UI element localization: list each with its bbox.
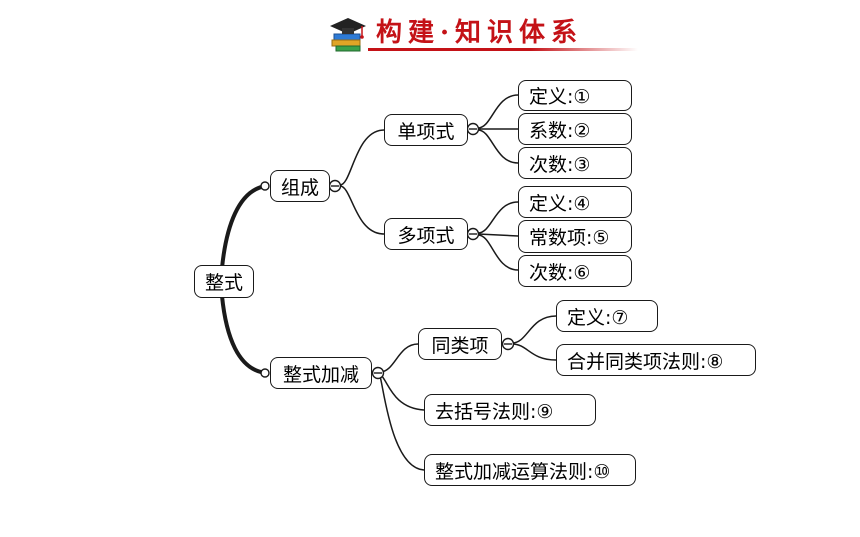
node-polynomial-definition[interactable]: 定义:④ [518, 186, 632, 218]
node-monomial-coefficient[interactable]: 系数:② [518, 113, 632, 145]
node-polynomial-degree[interactable]: 次数:⑥ [518, 255, 632, 287]
node-like-terms-definition[interactable]: 定义:⑦ [556, 300, 658, 332]
connector-like-terms-rule [511, 343, 557, 361]
connector-monomial-definition [477, 94, 519, 129]
connector-root-branch1 [220, 184, 267, 269]
node-like-terms-rule[interactable]: 合并同类项法则:⑧ [556, 344, 756, 376]
connector-polynomial-degree [477, 234, 519, 271]
section-header: 构建·知识体系 [328, 6, 638, 56]
connector-branch2-operation [379, 375, 425, 471]
node-monomial-definition[interactable]: 定义:① [518, 80, 632, 111]
header-underline [368, 48, 638, 51]
connector-polynomial-definition [477, 201, 519, 234]
node-composition[interactable]: 组成 [270, 170, 330, 202]
knob-root-branch2 [260, 368, 270, 378]
node-monomial[interactable]: 单项式 [384, 114, 468, 146]
header-title: 构建·知识体系 [376, 18, 584, 48]
node-operation-rule[interactable]: 整式加减运算法则:⑩ [424, 454, 636, 486]
connector-branch2-bracket [379, 373, 425, 411]
connector-monomial-degree [477, 129, 519, 164]
node-polynomial-constant[interactable]: 常数项:⑤ [518, 220, 632, 253]
node-monomial-degree[interactable]: 次数:③ [518, 147, 632, 179]
connector-branch1-polynomial [339, 185, 385, 235]
knob-root-branch1 [260, 181, 270, 191]
node-addition-subtraction[interactable]: 整式加减 [270, 357, 372, 389]
node-like-terms[interactable]: 同类项 [418, 328, 502, 360]
node-root[interactable]: 整式 [194, 265, 254, 298]
connector-like-terms-definition [511, 315, 557, 344]
graduation-cap-books-icon [330, 18, 366, 52]
node-bracket-rule[interactable]: 去括号法则:⑨ [424, 394, 596, 426]
node-polynomial[interactable]: 多项式 [384, 218, 468, 250]
connector-root-branch2 [220, 295, 267, 375]
connector-polynomial-constant [477, 233, 519, 237]
connector-branch2-like-terms [379, 343, 419, 373]
connector-branch1-monomial [339, 129, 385, 186]
